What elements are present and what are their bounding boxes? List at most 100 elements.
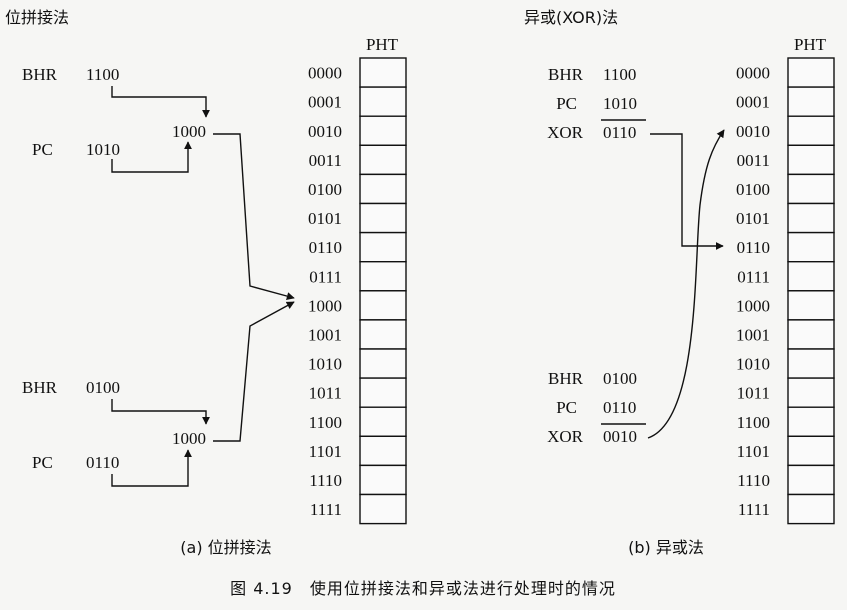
right-ex1-bhr-label: BHR — [548, 65, 584, 84]
left-pht-index-label: 0001 — [308, 93, 342, 112]
right-pht-cell — [787, 319, 835, 350]
left-pht-cell — [359, 86, 407, 117]
left-pht-cell — [359, 377, 407, 408]
left-ex1-pc-label: PC — [32, 140, 53, 159]
right-pht-cell — [787, 173, 835, 205]
left-ex2-bhr-value: 0100 — [86, 378, 120, 397]
right-pht-index-label: 1101 — [737, 442, 770, 461]
left-pht-index-label: 1111 — [310, 500, 342, 519]
left-pht-cell — [359, 231, 407, 263]
right-pht-cell — [787, 290, 835, 321]
left-pht-cell — [359, 290, 407, 321]
right-pht-cell — [787, 115, 835, 146]
left-ex2-pc-value: 0110 — [86, 453, 119, 472]
left-ex1-pc-wire — [111, 141, 192, 173]
right-pht-index-label: 0011 — [737, 151, 770, 170]
right-pht-index-label: 0000 — [736, 64, 770, 83]
right-ex1-xor-value: 0110 — [603, 123, 636, 142]
right-pht-index-label: 1000 — [736, 296, 770, 315]
left-ex1-to-pht-arrow — [213, 133, 295, 300]
figure-caption: 图 4.19 使用位拼接法和异或法进行处理时的情况 — [230, 579, 616, 598]
right-pht-index-label: 1110 — [737, 471, 770, 490]
left-pht-index-label: 1110 — [309, 471, 342, 490]
right-pht-index-label: 1100 — [737, 413, 770, 432]
right-ex1-pc-value: 1010 — [603, 94, 637, 113]
left-pht-index-label: 1001 — [308, 325, 342, 344]
left-pht-cell — [359, 493, 407, 525]
left-ex1-bhr-label: BHR — [22, 65, 58, 84]
right-pht-cell — [787, 377, 835, 408]
right-pht-index-label: 0010 — [736, 122, 770, 141]
right-ex2-bhr-label: BHR — [548, 369, 584, 388]
right-ex1-to-pht-arrow — [650, 133, 724, 250]
right-ex2-xor-value: 0010 — [603, 427, 637, 446]
left-ex2-bhr-label: BHR — [22, 378, 58, 397]
right-ex2-bhr-value: 0100 — [603, 369, 637, 388]
left-pht-index-label: 0101 — [308, 209, 342, 228]
left-ex2-to-pht-arrow — [213, 301, 295, 442]
right-pht-cell — [787, 261, 835, 292]
right-pht-cell — [787, 202, 835, 234]
left-pht-cell — [359, 319, 407, 350]
left-pht-index-label: 0110 — [309, 238, 342, 257]
right-pht-cell — [787, 231, 835, 263]
right-ex1-xor-label: XOR — [547, 123, 584, 142]
left-ex1-result: 1000 — [172, 122, 206, 141]
right-panel-title: 异或(XOR)法 — [524, 8, 618, 27]
right-pht-cell — [787, 86, 835, 117]
left-pht-cell — [359, 348, 407, 379]
left-pht-cell — [359, 464, 407, 496]
left-pht-cell — [359, 435, 407, 467]
left-pht-index-label: 0011 — [309, 151, 342, 170]
right-pht-index-label: 1111 — [738, 500, 770, 519]
right-pht-cell — [787, 406, 835, 438]
right-pht-index-label: 1001 — [736, 325, 770, 344]
right-pht-cell — [787, 57, 835, 88]
left-pht-cell — [359, 144, 407, 176]
left-ex1-pc-value: 1010 — [86, 140, 120, 159]
right-pht-cell — [787, 464, 835, 496]
left-pht-index-label: 0100 — [308, 180, 342, 199]
left-pht-index-label: 0000 — [308, 64, 342, 83]
left-pht-cell — [359, 202, 407, 234]
left-ex2-pc-wire — [111, 449, 192, 487]
left-pht-index-label: 1010 — [308, 355, 342, 374]
right-pht-cell — [787, 348, 835, 379]
right-ex2-to-pht-arrow — [647, 129, 725, 439]
right-pht-index-label: 0110 — [737, 238, 770, 257]
right-pht-label: PHT — [794, 35, 827, 54]
left-pht-index-label: 1101 — [309, 442, 342, 461]
right-pht-cell — [787, 435, 835, 467]
left-ex2-result: 1000 — [172, 429, 206, 448]
left-ex1-bhr-wire — [111, 86, 210, 118]
right-index-column: 0000000100100011010001010110011110001001… — [736, 64, 770, 519]
right-pht-cell — [787, 144, 835, 176]
left-panel-title: 位拼接法 — [5, 8, 69, 27]
right-ex2-xor-label: XOR — [547, 427, 584, 446]
left-pht-cell — [359, 261, 407, 292]
right-pht-index-label: 0111 — [737, 267, 770, 286]
left-pht-index-label: 0111 — [309, 267, 342, 286]
right-pht-table — [787, 57, 835, 525]
left-index-column: 0000000100100011010001010110011110001001… — [308, 64, 342, 519]
left-pht-index-label: 1011 — [309, 384, 342, 403]
left-pht-index-label: 1100 — [309, 413, 342, 432]
left-pht-index-label: 1000 — [308, 296, 342, 315]
right-pht-index-label: 1010 — [736, 355, 770, 374]
left-panel-caption: (a) 位拼接法 — [180, 538, 271, 557]
right-ex1-pc-label: PC — [556, 94, 577, 113]
right-pht-index-label: 0001 — [736, 93, 770, 112]
right-pht-index-label: 1011 — [737, 384, 770, 403]
left-pht-cell — [359, 115, 407, 146]
right-ex1-bhr-value: 1100 — [603, 65, 636, 84]
left-ex1-bhr-value: 1100 — [86, 65, 119, 84]
left-pht-cell — [359, 406, 407, 438]
right-ex2-pc-value: 0110 — [603, 398, 636, 417]
right-ex2-pc-label: PC — [556, 398, 577, 417]
right-pht-cell — [787, 493, 835, 525]
right-pht-index-label: 0100 — [736, 180, 770, 199]
left-ex2-bhr-wire — [111, 399, 210, 425]
left-pht-cell — [359, 173, 407, 205]
left-pht-cell — [359, 57, 407, 88]
